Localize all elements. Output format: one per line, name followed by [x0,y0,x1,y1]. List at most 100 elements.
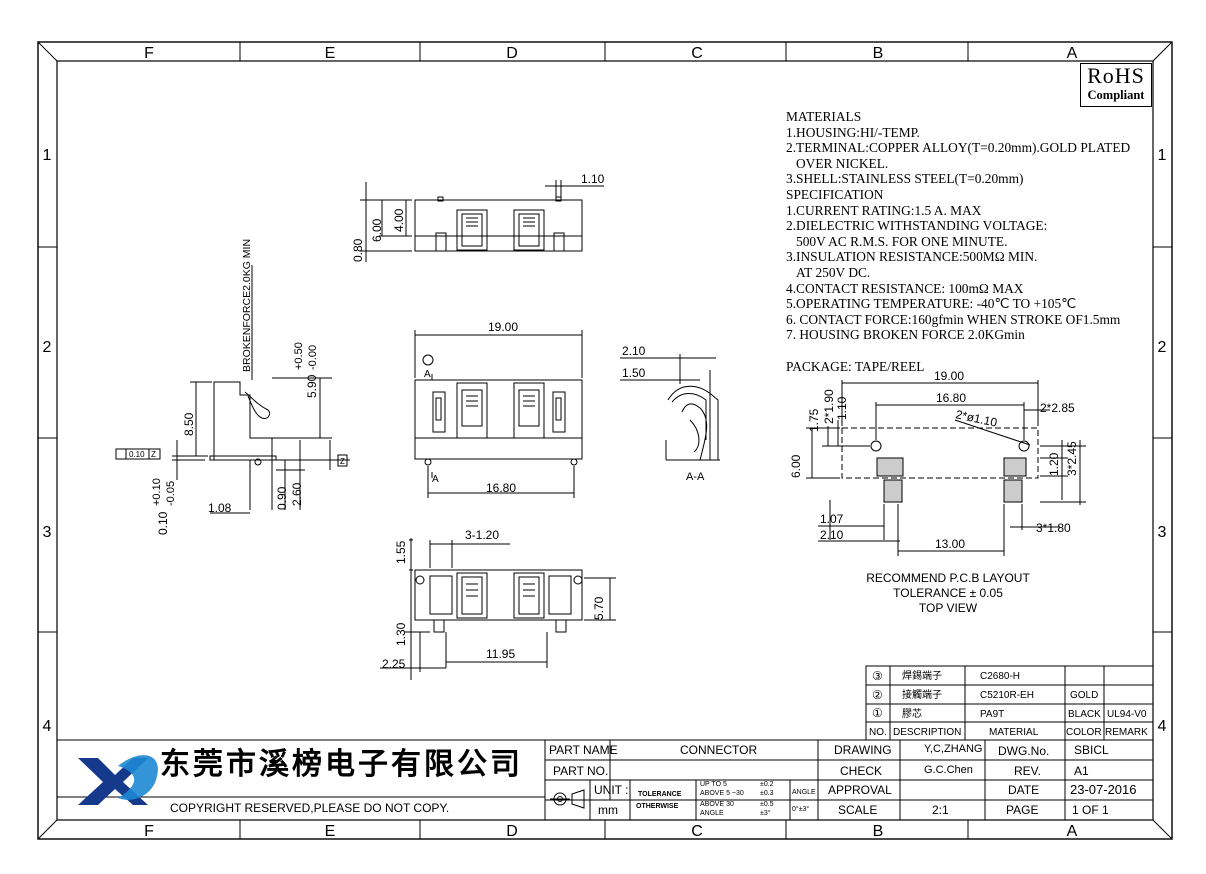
col-label-top-c: C [691,45,703,62]
dim-0-80: 0.80 [351,238,365,262]
side-view-dims: BROKENFORCE2.0KG MIN 8.50 5.90 +0.50 -0.… [129,239,345,535]
materials-line: 2.DIELECTRIC WITHSTANDING VOLTAGE: [786,218,1048,234]
drawing-label: DRAWING [834,743,892,757]
pcb-dim-1-07: 1.07 [820,512,844,526]
materials-line: 4.CONTACT RESISTANCE: 100mΩ MAX [786,280,1024,296]
drawing-value: Y,C,ZHANG [924,743,983,755]
col-label-top-f: F [144,45,154,62]
check-label: CHECK [840,764,883,778]
row-label-left-3: 3 [43,524,52,541]
col-label-top-a: A [1067,45,1078,62]
pcb-dim-16-80: 16.80 [936,391,966,405]
pcb-dim-1-10: 1.10 [835,396,849,420]
part-name-label: PART NAME [549,743,618,757]
dim-6-00: 6.00 [370,218,384,242]
flatness-datum: Z [151,450,156,459]
tol-range-3: ABOVE 30 [700,801,734,808]
bom-no-3: ③ [872,669,883,683]
top-view [360,180,604,262]
materials-line: 1.HOUSING:HI/-TEMP. [786,124,920,140]
rohs-subtitle: Compliant [1087,88,1145,102]
row-label-right-2: 2 [1158,339,1167,356]
dim-0-10-minus: -0.05 [165,481,177,506]
dim-1-30: 1.30 [394,622,408,646]
materials-line: PACKAGE: TAPE/REEL [786,358,925,374]
part-name-value: CONNECTOR [680,743,758,757]
bom-mat-3: C2680-H [980,671,1020,682]
rev-label: REV. [1014,764,1041,778]
bom-header-remark: REMARK [1105,727,1148,738]
row-label-left-1: 1 [43,147,52,164]
materials-line: 2.TERMINAL:COPPER ALLOY(T=0.20mm).GOLD P… [786,140,1131,156]
check-value: G.C.Chen [924,764,973,776]
dim-3-1-20: 3-1.20 [465,528,499,542]
col-label-bottom-b: B [873,823,884,840]
pcb-dim-2-1-90: 2*1.90 [822,389,836,424]
pcb-dim-1-75: 1.75 [807,408,821,432]
dim-0-10: 0.10 [156,511,170,535]
logo-mark [78,755,158,805]
dim-1-10: 1.10 [581,172,605,186]
materials-line: 1.CURRENT RATING:1.5 A. MAX [786,202,982,218]
dim-1-50: 1.50 [622,366,646,380]
col-label-top-e: E [325,45,336,62]
col-label-bottom-c: C [691,823,703,840]
col-label-bottom-f: F [144,823,154,840]
tol-val-2: ±0.3 [760,790,774,797]
bom-desc-2: 接觸端子 [902,688,942,701]
dim-8-50: 8.50 [182,412,196,436]
col-label-bottom-d: D [506,823,518,840]
bom-mat-2: C5210R-EH [980,690,1034,701]
materials-line: 500V AC R.M.S. FOR ONE MINUTE. [796,233,1008,249]
angle-value: 0°±3° [792,806,810,813]
dim-0-90: 0.90 [275,486,289,510]
pcb-dim-2-10: 2.10 [820,528,844,542]
bom-header-no: NO. [869,727,887,738]
col-label-bottom-e: E [325,823,336,840]
side-view [115,265,350,514]
pcb-layout [806,380,1086,556]
bom-header-material: MATERIAL [989,727,1039,738]
angle-label: ANGLE [792,789,816,796]
bom-header-color: COLOR [1066,727,1102,738]
dim-16-80: 16.80 [486,481,516,495]
dim-5-70: 5.70 [592,596,606,620]
pcb-note-line1: RECOMMEND P.C.B LAYOUT [866,571,1030,585]
pcb-dim-6-00: 6.00 [789,454,803,478]
dim-2-60: 2.60 [290,482,304,506]
frame-labels: F E D C B A F E D C B A 1 2 3 4 1 2 3 4 [43,45,1167,840]
rohs-badge: RoHS Compliant [1080,63,1152,107]
row-label-left-2: 2 [43,339,52,356]
row-label-right-4: 4 [1158,718,1167,735]
section-mark-bottom: A [432,474,439,485]
row-label-right-1: 1 [1158,147,1167,164]
dim-0-10-plus: +0.10 [151,478,163,506]
pcb-dim-3-1-80: 3*1.80 [1036,521,1071,535]
pcb-dim-2-d1-10: 2*ø1.10 [954,407,998,430]
materials-line: SPECIFICATION [786,186,884,202]
materials-line: AT 250V DC. [796,264,871,280]
unit-label: UNIT : [594,783,629,797]
dim-1-55: 1.55 [394,540,408,564]
brokenforce-label: BROKENFORCE2.0KG MIN [241,239,253,372]
flatness-value: 0.10 [129,450,145,459]
col-label-top-b: B [873,45,884,62]
materials-line: 6. CONTACT FORCE:160gfmin WHEN STROKE OF… [786,311,1121,327]
bom-rows: ③ 焊錫端子 C2680-H ② 接觸端子 C5210R-EH GOLD ① 膠… [869,669,1148,738]
rev-value: A1 [1074,764,1089,778]
bom-color-1: BLACK [1068,709,1101,720]
scale-label: SCALE [838,803,878,817]
pcb-note: RECOMMEND P.C.B LAYOUT TOLERANCE ± 0.05 … [866,571,1030,615]
dwg-label: DWG.No. [998,744,1050,758]
dim-19-00: 19.00 [488,320,518,334]
dim-1-08: 1.08 [208,501,232,515]
unit-value: mm [598,803,618,817]
section-view [620,354,720,461]
rohs-title: RoHS [1087,63,1145,88]
scale-value: 2:1 [932,803,949,817]
materials-line: 3.SHELL:STAINLESS STEEL(T=0.20mm) [786,171,1024,187]
section-mark-top: A [424,369,431,380]
materials-line: 5.OPERATING TEMPERATURE: -40℃ TO +105℃ [786,296,1077,312]
dwg-value: SBICL [1074,743,1109,757]
